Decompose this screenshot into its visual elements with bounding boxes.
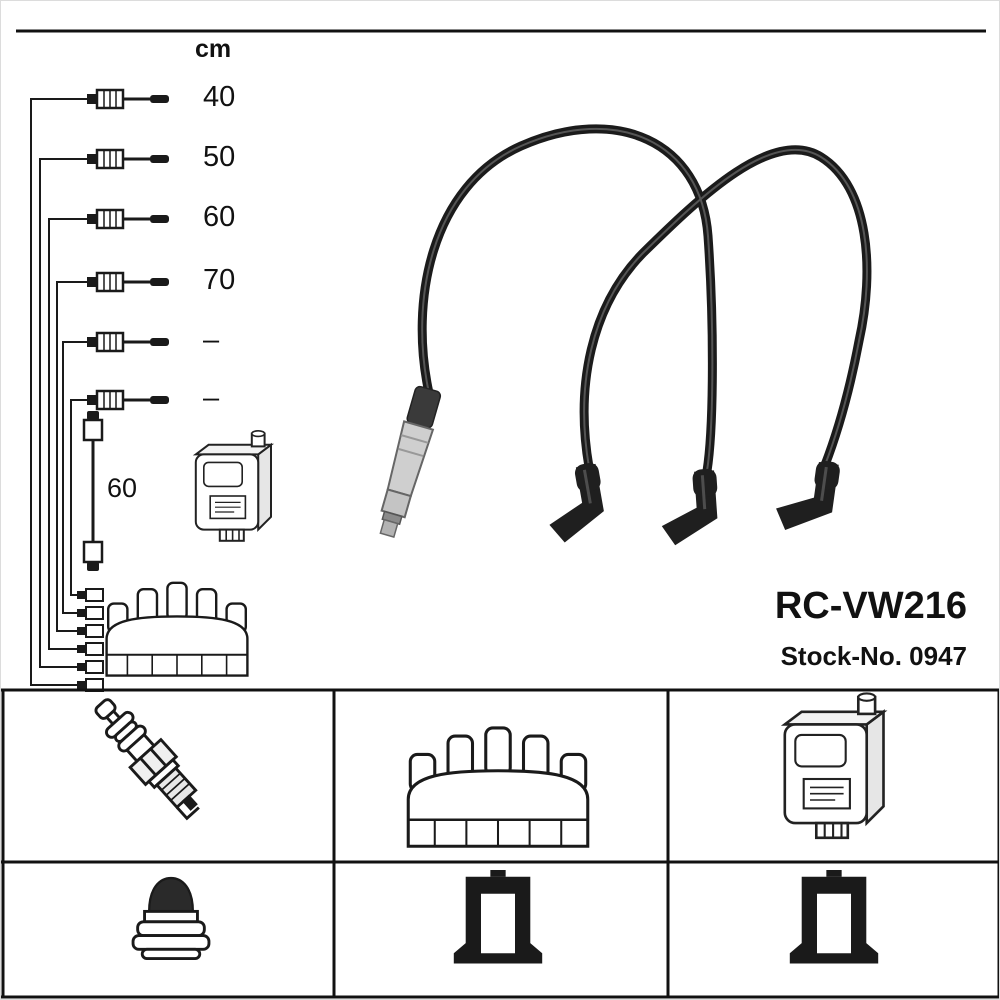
product-code: RC-VW216	[774, 585, 967, 627]
length-value: 50	[203, 141, 236, 173]
distributor-cap-icon	[105, 581, 249, 677]
cable-highlight	[583, 148, 868, 468]
coil-wire-length: 60	[107, 473, 138, 503]
length-table-bracket-lines	[30, 98, 87, 686]
length-value: 40	[203, 81, 236, 113]
length-value: 70	[203, 264, 236, 296]
ignition-cable	[417, 124, 717, 476]
length-value: –	[203, 382, 220, 414]
stub-connector-icon	[76, 606, 104, 620]
ignition-coil-icon	[783, 692, 885, 840]
stub-connector-icon	[76, 624, 104, 638]
cable-end-icon	[85, 208, 171, 230]
mounting-bracket-icon	[789, 870, 879, 964]
cable-end-icon	[85, 148, 171, 170]
length-value: –	[203, 324, 220, 356]
ignition-cable	[579, 145, 872, 472]
unit-label: cm	[195, 35, 232, 63]
elbow-boot-icon	[656, 466, 723, 548]
distributor-cap-icon	[406, 726, 590, 848]
ignition-coil-icon	[194, 429, 273, 542]
stub-connector-icon	[76, 660, 104, 674]
connector-boot-icon	[131, 876, 211, 960]
cable-end-icon	[85, 271, 171, 293]
stub-connector-icon	[76, 588, 104, 602]
stub-connector-icon	[76, 642, 104, 656]
cable-end-icon	[85, 88, 171, 110]
cable-end-icons	[85, 88, 171, 411]
stock-number: Stock-No. 0947	[780, 641, 967, 671]
cable-end-icon	[85, 331, 171, 353]
mounting-bracket-icon	[453, 870, 543, 964]
cable-end-icon	[85, 389, 171, 411]
cap-stub-connectors	[76, 588, 104, 692]
coil-wire-icon	[82, 411, 104, 571]
long-plug-boot-icon	[379, 385, 442, 538]
elbow-boot-icon	[771, 453, 843, 538]
elbow-boot-icon	[538, 460, 612, 547]
cable-set-photo	[379, 124, 872, 548]
length-value: 60	[203, 201, 236, 233]
spark-plug-icon	[84, 688, 214, 826]
parts-grid-lines	[1, 688, 999, 999]
cable-highlight	[421, 127, 714, 472]
